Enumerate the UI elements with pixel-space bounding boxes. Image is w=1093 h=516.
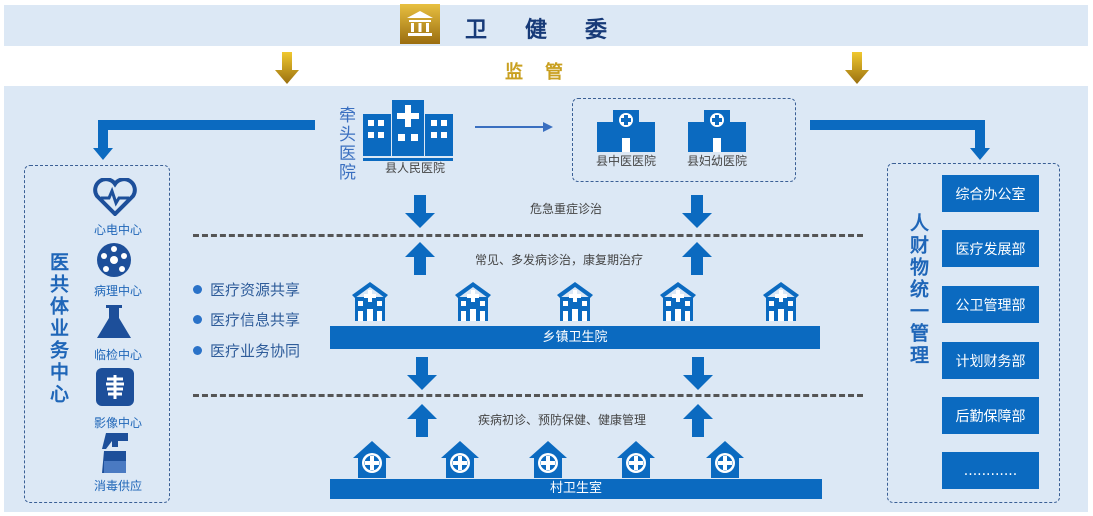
flask-icon <box>97 305 131 338</box>
hospital-label: 县中医医院 <box>595 154 656 168</box>
supervise-label: 监管 <box>505 62 585 83</box>
main-panel <box>4 86 1088 512</box>
xray-icon <box>96 368 134 406</box>
spray-icon <box>102 433 128 473</box>
sharing-item: 医疗业务协同 <box>193 340 300 361</box>
management-box <box>887 163 1060 503</box>
flow-common: 常见、多发病诊治，康复期治疗 <box>475 253 644 267</box>
main-hospital-label: 县人民医院 <box>384 161 445 175</box>
header-bar <box>4 5 1088 46</box>
village-clinic-icon <box>705 440 745 482</box>
hospital-icon <box>597 110 655 152</box>
management-title: 人财物统一管理 <box>907 213 929 367</box>
department-box: ............ <box>942 452 1039 489</box>
village-clinic-icon <box>528 440 568 482</box>
village-bar: 村卫生室 <box>330 479 822 499</box>
pathology-icon <box>97 243 131 277</box>
township-hospital-icon <box>762 281 800 325</box>
government-building-icon <box>400 4 440 44</box>
gold-arrow-down-icon <box>845 52 869 84</box>
flow-primary: 疾病初诊、预防保健、健康管理 <box>478 413 647 427</box>
county-hospitals-box <box>572 98 796 182</box>
sharing-item: 医疗信息共享 <box>193 309 300 330</box>
township-hospital-icon <box>454 281 492 325</box>
center-label: 心电中心 <box>93 223 142 237</box>
village-clinic-icon <box>616 440 656 482</box>
township-hospital-icon <box>556 281 594 325</box>
department-box: 综合办公室 <box>942 175 1039 212</box>
business-center-box <box>24 165 170 503</box>
village-clinic-icon <box>352 440 392 482</box>
township-hospital-icon <box>659 281 697 325</box>
divider-line <box>193 394 863 397</box>
center-label: 影像中心 <box>93 416 142 430</box>
lead-hospital-label: 牵头医院 <box>335 106 355 182</box>
department-box: 医疗发展部 <box>942 230 1039 267</box>
flow-critical: 危急重症诊治 <box>530 202 603 216</box>
heart-ecg-icon <box>93 178 137 216</box>
township-bar: 乡镇卫生院 <box>330 326 820 349</box>
center-label: 病理中心 <box>93 284 142 298</box>
center-label: 临检中心 <box>93 348 142 362</box>
page-title: 卫健委 <box>465 18 646 43</box>
hospital-icon <box>688 110 746 152</box>
gold-arrow-down-icon <box>275 52 299 84</box>
center-label: 消毒供应 <box>93 479 142 493</box>
department-box: 后勤保障部 <box>942 397 1039 434</box>
hospital-building-icon <box>363 100 453 161</box>
department-box: 计划财务部 <box>942 342 1039 379</box>
village-clinic-icon <box>440 440 480 482</box>
department-box: 公卫管理部 <box>942 286 1039 323</box>
township-hospital-icon <box>351 281 389 325</box>
hospital-label: 县妇幼医院 <box>686 154 747 168</box>
sharing-item: 医疗资源共享 <box>193 279 300 300</box>
business-center-title: 医共体业务中心 <box>47 252 69 406</box>
divider-line <box>193 234 863 237</box>
